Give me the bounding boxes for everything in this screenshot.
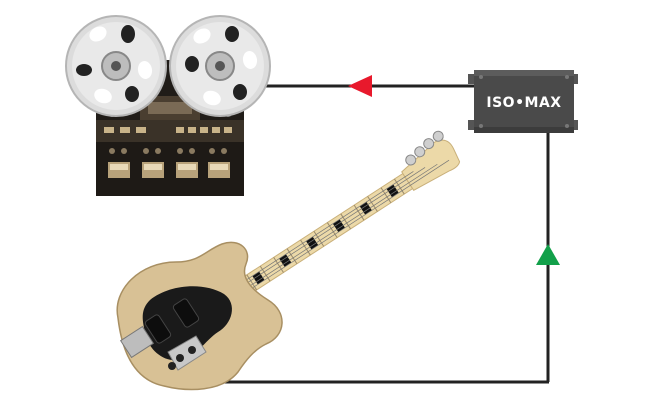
bass-guitar-icon — [116, 130, 461, 391]
red-arrow-icon — [348, 75, 372, 97]
right-reel — [169, 15, 271, 117]
green-arrow-icon — [536, 244, 560, 265]
left-reel — [65, 15, 167, 117]
isolator-box: ISO•MAX — [468, 70, 578, 133]
isolator-label: ISO•MAX — [486, 95, 561, 111]
reel-to-reel-recorder-icon — [65, 15, 271, 196]
